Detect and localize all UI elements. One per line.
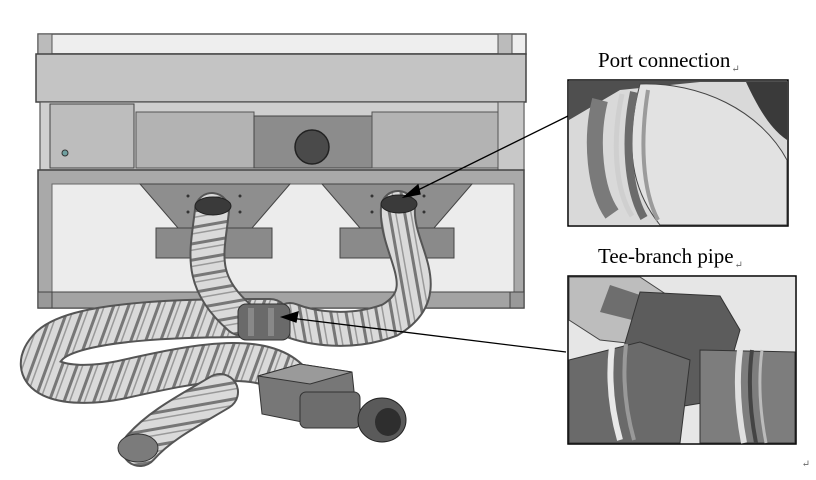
fan-port-circle bbox=[294, 129, 330, 165]
right-port-opening bbox=[380, 194, 418, 214]
paragraph-mark: ↵ bbox=[734, 260, 743, 272]
inset-tee-branch bbox=[567, 275, 797, 445]
blower-unit bbox=[257, 363, 407, 443]
hose-outlet bbox=[117, 433, 159, 463]
end-paragraph-mark: ↵ bbox=[801, 459, 810, 470]
indicator-light bbox=[61, 149, 69, 157]
machine-frame bbox=[35, 33, 527, 309]
tee-branch-pipe-text: Tee-branch pipe bbox=[598, 244, 734, 268]
paragraph-mark: ↵ bbox=[731, 64, 740, 76]
port-connection-label: Port connection↵ bbox=[598, 48, 740, 75]
tee-junction bbox=[237, 303, 291, 341]
hose-assembly bbox=[20, 190, 432, 467]
left-port-opening bbox=[194, 196, 232, 216]
inset-port-connection bbox=[567, 79, 789, 227]
tee-branch-pipe-label: Tee-branch pipe↵ bbox=[598, 244, 743, 271]
callout-arrows bbox=[279, 115, 569, 353]
port-connection-text: Port connection bbox=[598, 48, 731, 72]
